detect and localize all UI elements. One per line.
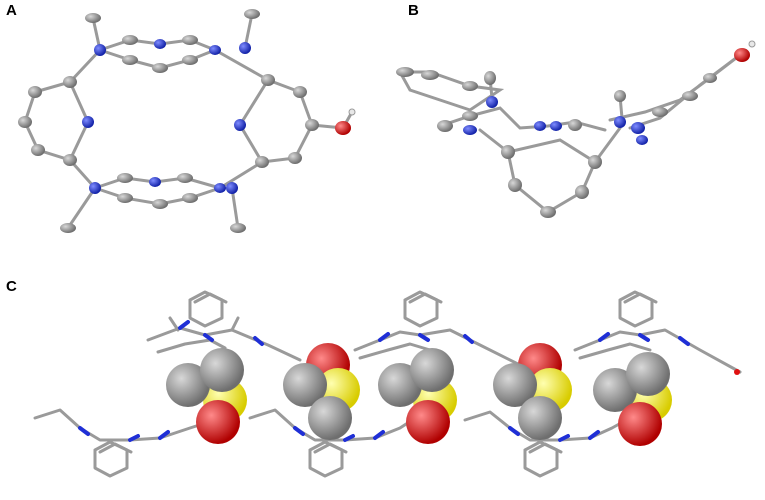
- panel-b-atoms: [396, 40, 756, 218]
- panel-label-a: A: [6, 2, 17, 19]
- panel-label-c: C: [6, 278, 17, 295]
- panel-a-atoms: [18, 9, 356, 233]
- panel-c-spacefill-2: [283, 343, 360, 440]
- panel-c-spacefill-4: [493, 343, 572, 440]
- bottom-molecule-1: [33, 408, 217, 478]
- panel-c-spacefill-1: [166, 348, 247, 444]
- panel-c-small-oxygens: [734, 369, 740, 375]
- panel-b-molecule: [398, 53, 741, 214]
- panel-c-spacefill-5: [593, 352, 672, 446]
- panel-label-b: B: [408, 2, 419, 19]
- panel-c-nitrogens: [78, 320, 690, 442]
- panel-c-spacefill-3: [378, 348, 457, 444]
- bottom-molecule-3: [463, 410, 632, 478]
- top-molecule-1: [146, 290, 302, 362]
